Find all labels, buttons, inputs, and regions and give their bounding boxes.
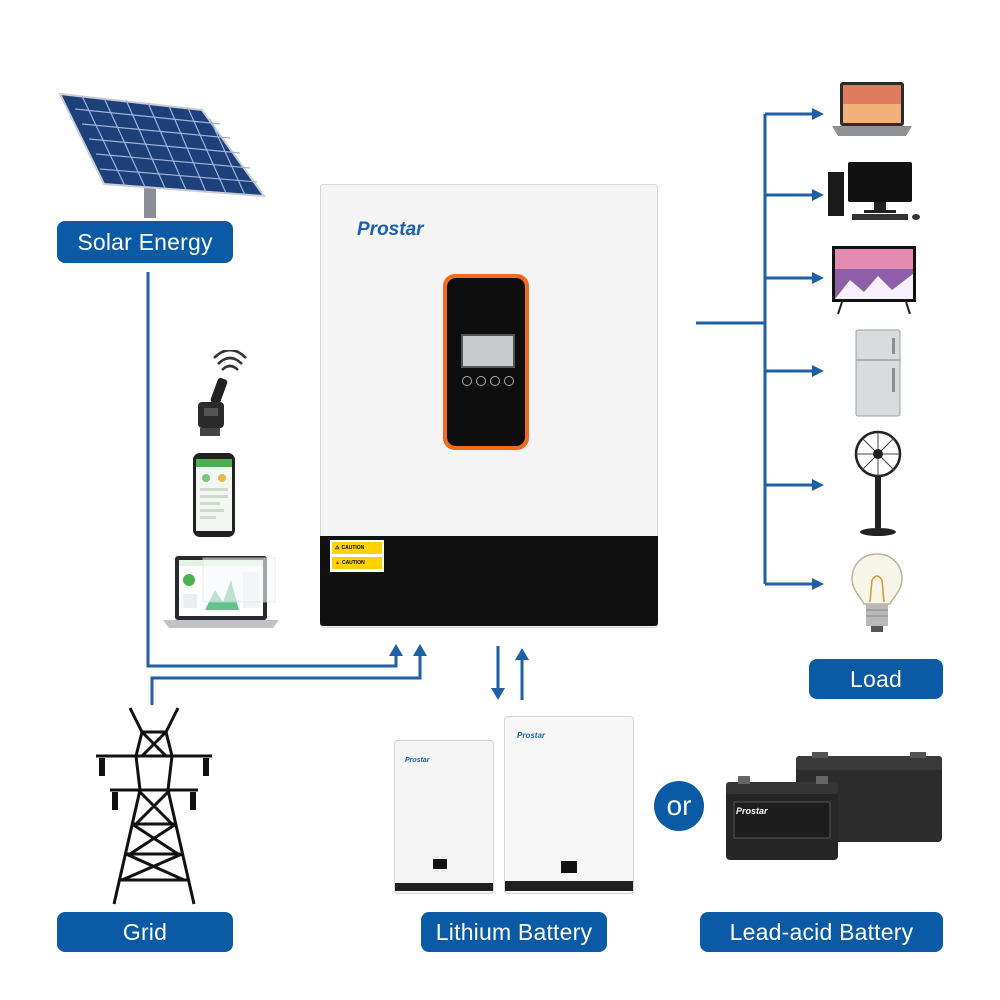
light-bulb-icon — [851, 553, 903, 632]
laptop-icon — [832, 82, 912, 136]
lead-acid-logo: Prostar — [736, 806, 768, 816]
grid-arrow-up — [413, 644, 427, 656]
lead-acid-battery-icon — [726, 752, 942, 860]
battery-base-left — [395, 883, 493, 891]
laptop-dashboard-icon — [163, 556, 279, 628]
lithium-battery-label: Lithium Battery — [421, 912, 607, 952]
desktop-computer-icon — [828, 162, 920, 220]
display-panel — [443, 274, 529, 450]
caution-label-2: CAUTION — [341, 560, 365, 566]
battery-arrow-up — [515, 648, 529, 660]
load-branches — [765, 108, 824, 590]
solar-panel-icon — [58, 92, 267, 218]
lithium-battery-large: Prostar — [504, 716, 634, 894]
refrigerator-icon — [855, 329, 901, 417]
solar-energy-label: Solar Energy — [57, 221, 233, 263]
battery-display-left — [433, 859, 447, 869]
tv-icon — [832, 246, 916, 315]
grid-label: Grid — [57, 912, 233, 952]
wifi-dongle-icon — [198, 350, 247, 436]
battery-display-right — [561, 861, 577, 873]
or-badge: or — [654, 781, 704, 831]
battery-logo-left: Prostar — [405, 757, 430, 764]
grid-to-inverter-line — [150, 652, 422, 705]
inverter-logo: Prostar — [357, 219, 424, 240]
caution-sticker: ⚠ CAUTION ▲ CAUTION — [330, 540, 384, 572]
caution-label-1: CAUTION — [341, 545, 365, 551]
solar-to-inverter-line — [146, 272, 398, 668]
fan-icon — [854, 430, 902, 536]
lithium-battery-small: Prostar — [394, 740, 494, 894]
lcd-screen — [461, 334, 515, 368]
battery-base-right — [505, 881, 633, 891]
control-buttons — [462, 376, 514, 388]
load-label: Load — [809, 659, 943, 699]
grid-tower-icon — [96, 707, 212, 905]
solar-arrow-up — [389, 644, 403, 656]
battery-logo-right: Prostar — [517, 731, 546, 740]
battery-arrow-down — [491, 688, 505, 700]
lead-acid-battery-label: Lead-acid Battery — [700, 912, 943, 952]
display-bezel — [447, 278, 525, 446]
smartphone-app-icon — [193, 453, 235, 537]
